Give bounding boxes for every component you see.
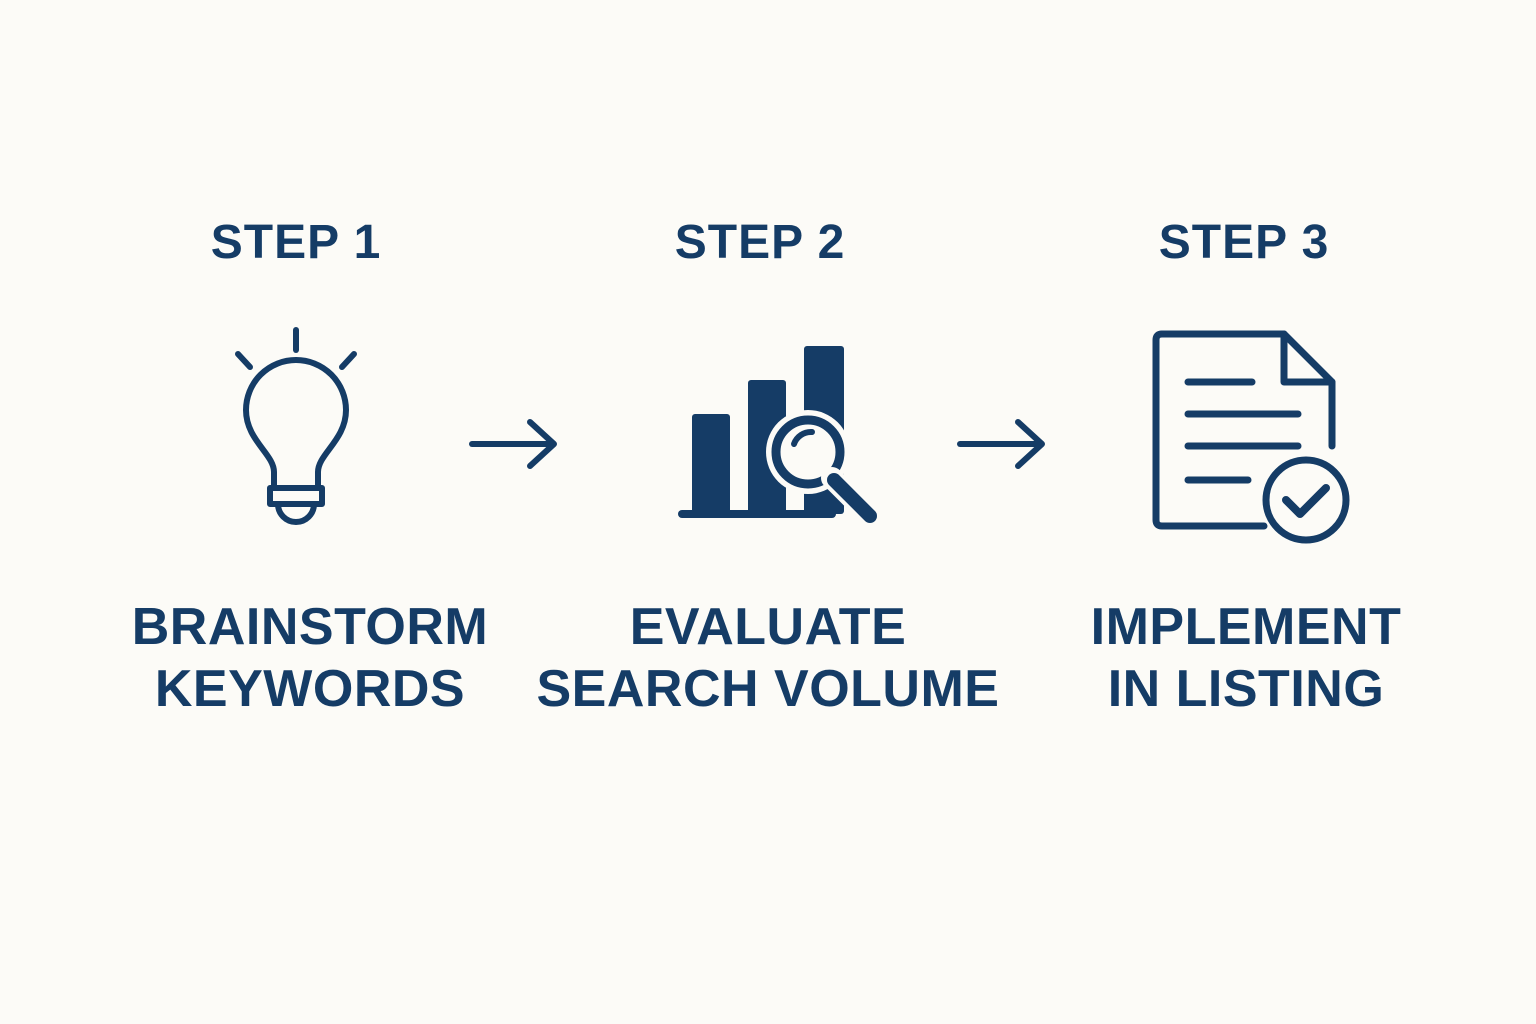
step-3-title: STEP 3 [1158,216,1330,269]
step-2-label-line-2: SEARCH VOLUME [536,660,1000,718]
step-2-label: EVALUATE SEARCH VOLUME [518,596,1018,720]
step-2-title: STEP 2 [674,216,846,269]
arrow-right-icon [469,419,557,469]
step-3-label-line-2: IN LISTING [1107,660,1385,718]
document-checkmark-icon [1152,330,1352,546]
step-3-label: IMPLEMENT IN LISTING [996,596,1496,720]
lightbulb-icon [235,327,357,525]
step-1-label-line-1: BRAINSTORM [131,598,489,656]
bar-chart-magnifier-icon [678,346,881,527]
arrow-right-icon [957,419,1045,469]
step-1-title: STEP 1 [210,216,382,269]
step-1-label: BRAINSTORM KEYWORDS [60,596,560,720]
step-3-label-line-1: IMPLEMENT [1090,598,1402,656]
step-1-label-line-2: KEYWORDS [154,660,466,718]
step-2-label-line-1: EVALUATE [629,598,907,656]
